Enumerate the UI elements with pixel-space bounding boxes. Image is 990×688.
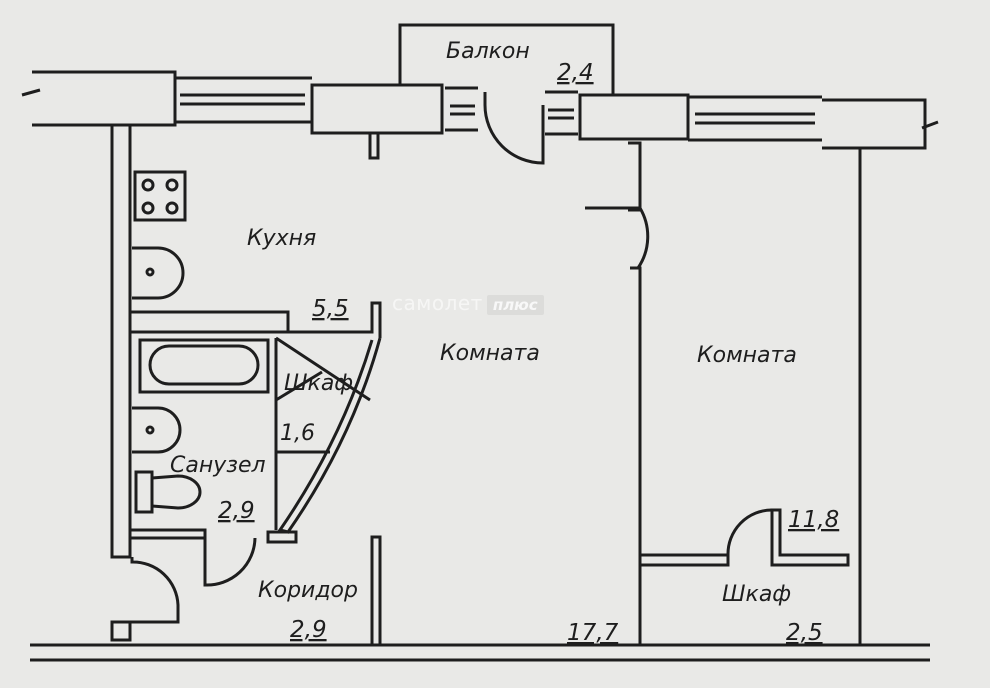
outer-wall-right <box>848 146 862 647</box>
watermark-name: самолет <box>392 291 483 315</box>
window-icon <box>175 76 822 142</box>
wall-stub <box>368 131 380 160</box>
room-area-kitchen: 5,5 <box>312 296 349 322</box>
balcony-outline <box>398 23 615 95</box>
door-swing-icon <box>130 92 773 624</box>
outer-wall-bottom <box>30 643 930 662</box>
closet-diagonal <box>275 370 323 402</box>
room-area-balcony: 2,4 <box>557 60 594 86</box>
room-label-balcony: Балкон <box>446 39 530 64</box>
wall-stub <box>266 530 298 544</box>
partition-bedroom <box>628 141 642 212</box>
outer-wall-top-left <box>32 70 177 127</box>
sink-icon <box>132 246 185 300</box>
partition-bath-corridor <box>130 528 207 540</box>
partition-kitchen-bath <box>130 310 290 334</box>
wall-stub <box>110 620 132 642</box>
room-label-closet-small: Шкаф <box>284 371 353 396</box>
outer-wall-left <box>110 123 132 559</box>
room-area-living-room: 17,7 <box>567 620 619 646</box>
sink-icon <box>132 406 182 454</box>
room-label-kitchen: Кухня <box>247 226 316 251</box>
wall-pier <box>578 93 690 141</box>
closet-diagonal <box>275 336 371 402</box>
toilet-icon <box>134 470 202 514</box>
room-label-closet-large: Шкаф <box>722 582 791 607</box>
room-label-living-room: Комната <box>440 341 540 366</box>
watermark-tag: плюс <box>486 295 544 315</box>
partition-bedroom <box>630 266 642 647</box>
room-area-bedroom: 11,8 <box>788 507 839 533</box>
room-area-closet-large: 2,5 <box>786 620 823 646</box>
room-area-bathroom: 2,9 <box>218 498 255 524</box>
room-label-bedroom: Комната <box>697 343 797 368</box>
bathtub-icon <box>138 338 270 394</box>
closet-wall <box>640 553 730 567</box>
room-area-corridor: 2,9 <box>290 617 327 643</box>
partition <box>288 301 382 338</box>
room-label-corridor: Коридор <box>258 578 358 603</box>
outer-wall-top-right <box>822 98 927 150</box>
wall-break-mark <box>21 88 939 130</box>
room-label-bathroom: Санузел <box>170 453 266 478</box>
room-area-closet-small: 1,6 <box>280 421 315 446</box>
wall-pier <box>310 83 444 135</box>
closet-wall <box>770 508 850 567</box>
stove-icon <box>133 170 187 222</box>
partition-corridor <box>370 535 382 647</box>
